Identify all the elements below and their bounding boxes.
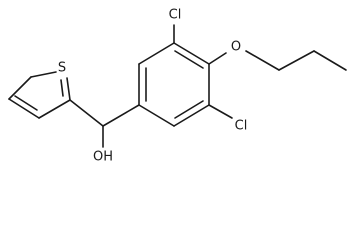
bond-c3-c4 bbox=[173, 42, 210, 65]
bond-thiophene-carbinol bbox=[69, 99, 104, 127]
chlorine-bottom-label: Cl bbox=[235, 119, 248, 134]
bond-c3-c4 bbox=[8, 98, 40, 119]
thiophene-ring bbox=[8, 71, 71, 119]
benzene-ring bbox=[138, 42, 210, 127]
bond-c4-oxygen bbox=[208, 52, 227, 65]
bond-c5-c6 bbox=[173, 104, 210, 127]
bond-ch2-ch3 bbox=[313, 50, 347, 71]
chlorine-top-label: Cl bbox=[169, 8, 182, 23]
bond-c2-c3 bbox=[38, 99, 71, 119]
bond-c4-c5 bbox=[8, 76, 32, 100]
bond-c3-c4-inner bbox=[174, 50, 204, 69]
bond-c5-chlorine bbox=[208, 104, 233, 119]
chemical-structure: S Cl Cl O OH bbox=[8, 8, 347, 165]
hydroxyl-label: OH bbox=[93, 150, 113, 165]
bond-c6-c1 bbox=[138, 104, 175, 127]
bond-s-c2 bbox=[66, 77, 71, 101]
sulfur-label: S bbox=[58, 61, 66, 76]
bond-c5-s bbox=[30, 71, 57, 78]
bond-c2-c3 bbox=[138, 42, 175, 65]
bond-oxygen-ch2 bbox=[245, 50, 280, 71]
ether-oxygen-label: O bbox=[231, 40, 241, 55]
bond-c5-c6-inner bbox=[174, 100, 204, 119]
bond-carbinol-phenyl bbox=[102, 104, 140, 127]
bond-ch2-ch2 bbox=[278, 50, 315, 71]
bond-s-c2-inner bbox=[60, 79, 64, 97]
bond-c3-c4-inner bbox=[14, 95, 38, 111]
